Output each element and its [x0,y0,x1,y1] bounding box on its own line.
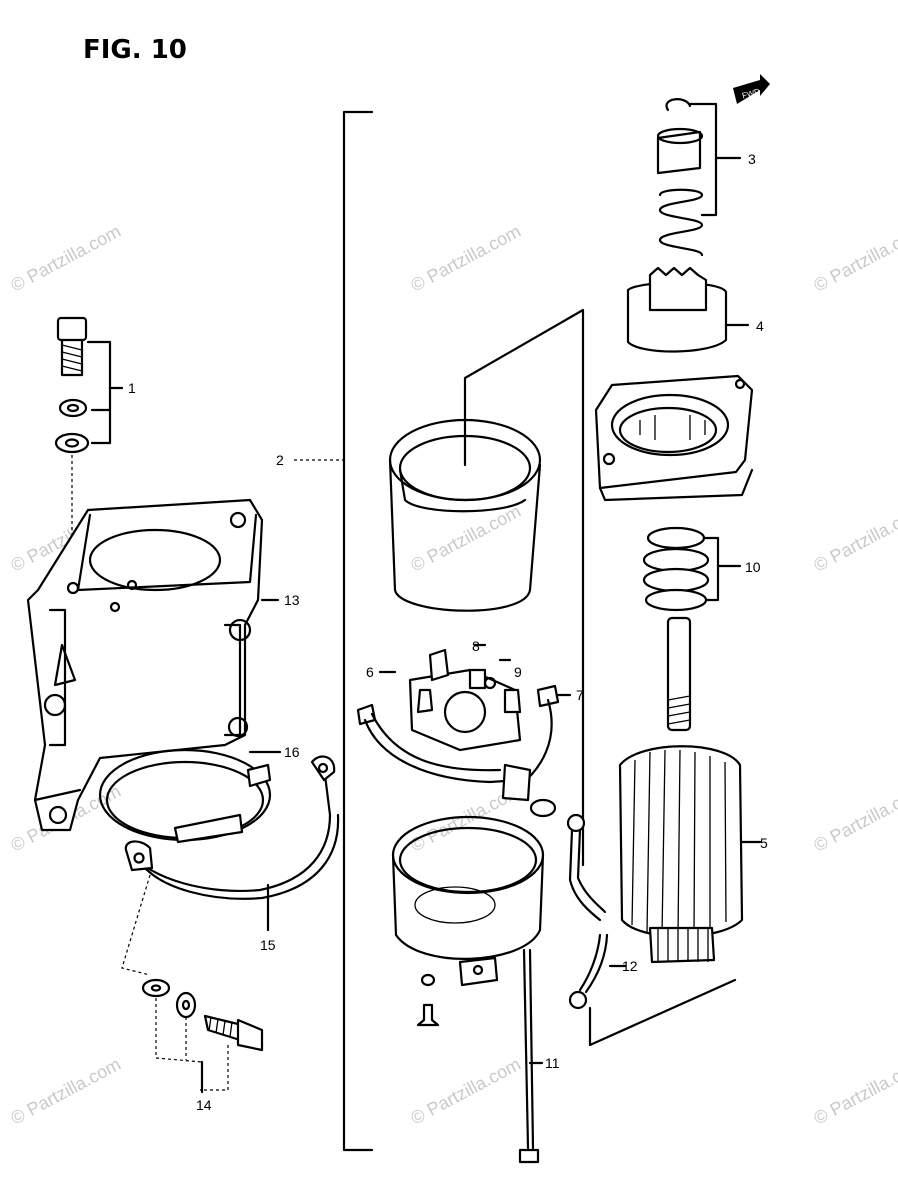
watermark: © Partzilla.com [407,1054,523,1129]
part-2-brush-holder [356,643,572,818]
callout-labels: 1 2 3 4 5 6 7 8 9 10 11 12 13 14 15 16 [128,151,768,1113]
part-4-pinion [626,266,750,353]
watermark: © Partzilla.com [7,1054,123,1129]
fwd-arrow-icon: FWD [733,74,770,104]
callout-12: 12 [622,958,638,974]
watermark: © Partzilla.com [810,781,898,856]
part-12-lead-wire [566,813,737,1047]
callout-4: 4 [756,318,764,334]
callout-10: 10 [745,559,761,575]
watermark: © Partzilla.com [810,221,898,296]
watermark: © Partzilla.com [810,501,898,576]
callout-6: 6 [366,664,374,680]
callout-2: 2 [276,452,284,468]
watermark: © Partzilla.com [7,221,123,296]
figure-title: FIG. 10 [83,35,187,65]
callout-1: 1 [128,380,136,396]
part-11-through-bolt [518,948,544,1164]
part-13-mounting-bracket [26,498,280,832]
part-14-bolt-washers [121,874,264,1094]
part-2-end-cover [391,815,545,1027]
callout-5: 5 [760,835,768,851]
watermark: © Partzilla.com [407,221,523,296]
callout-15: 15 [260,937,276,953]
watermark: © Partzilla.com [810,1054,898,1129]
callout-9: 9 [514,664,522,680]
part-2-front-housing [594,374,754,502]
part-16-band [98,748,282,844]
bracket-part-2 [294,110,374,1152]
part-1-bolt-washers [54,316,124,580]
part-10-spring-set [642,526,742,612]
callout-3: 3 [748,151,756,167]
part-5-armature [618,616,762,964]
callout-7: 7 [576,687,584,703]
callout-8: 8 [472,638,480,654]
callout-14: 14 [196,1097,212,1113]
part-3-pinion-stop [656,98,742,257]
callout-11: 11 [545,1055,560,1071]
part-15-strap [124,755,340,932]
callout-16: 16 [284,744,300,760]
part-2-yoke [388,308,585,867]
callout-13: 13 [284,592,300,608]
